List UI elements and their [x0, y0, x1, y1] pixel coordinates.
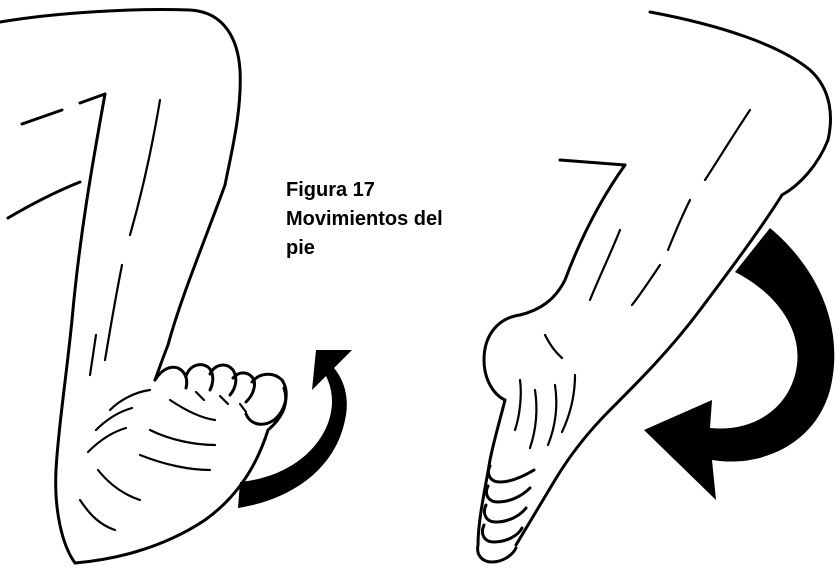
figure-caption: Figura 17 Movimientos del pie — [286, 176, 516, 263]
left-leg-drawing — [0, 10, 286, 564]
curved-arrow-down-icon — [644, 228, 834, 500]
caption-line-3: pie — [286, 234, 516, 263]
caption-line-2: Movimientos del — [286, 205, 516, 234]
caption-line-1: Figura 17 — [286, 176, 516, 205]
curved-arrow-up-icon — [238, 350, 352, 508]
